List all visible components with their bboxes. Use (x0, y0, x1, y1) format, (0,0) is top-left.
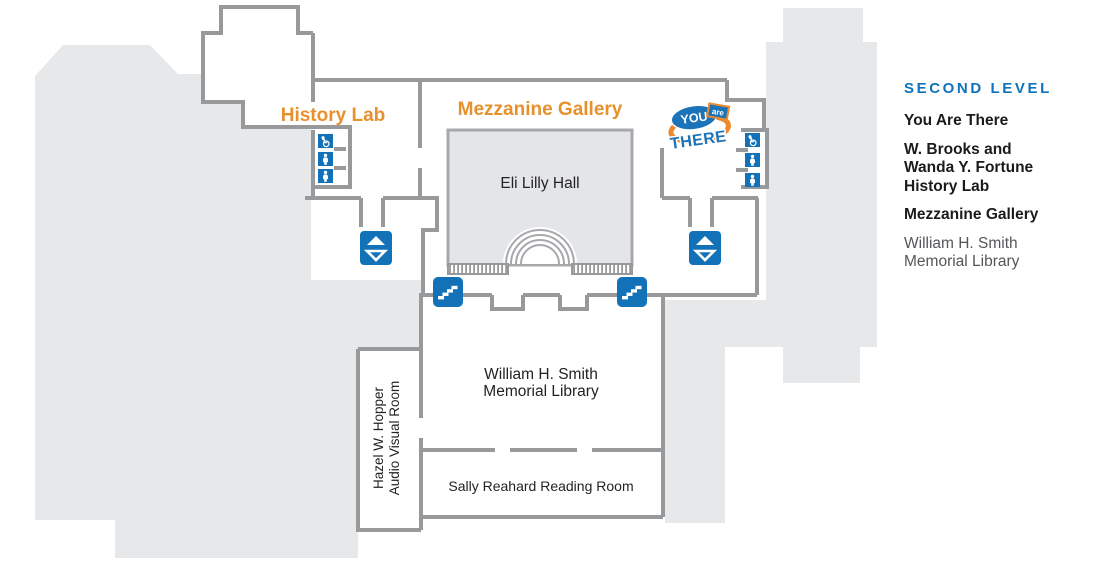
legend-panel: SECOND LEVEL You Are There W. Brooks and… (904, 80, 1084, 282)
legend-item-history-lab: W. Brooks and Wanda Y. Fortune History L… (904, 140, 1034, 195)
stairs-icon (433, 277, 463, 307)
elevator-icon (689, 231, 721, 265)
logo-are-text: are (711, 107, 725, 118)
restroom-icon (318, 169, 333, 183)
restroom-icon (745, 173, 760, 187)
logo-you-text: YOU (680, 109, 709, 127)
elevator-icon (360, 231, 392, 265)
amphitheater-arc (503, 227, 577, 265)
accessible-restroom-icon (745, 133, 760, 147)
legend-item-mezzanine-gallery: Mezzanine Gallery (904, 206, 1039, 223)
logo-there-text: THERE (669, 128, 728, 153)
accessible-restroom-icon (318, 134, 333, 148)
building-footprint-east (665, 8, 877, 523)
legend-item-library: William H. Smith Memorial Library (904, 234, 1020, 271)
label-eli-lilly-hall: Eli Lilly Hall (500, 175, 579, 192)
stair-hatch-left (447, 263, 509, 275)
restroom-icon (745, 153, 760, 167)
label-reading-room: Sally Reahard Reading Room (448, 478, 633, 494)
legend-title: SECOND LEVEL (904, 80, 1052, 97)
restroom-icon (318, 152, 333, 166)
building-footprint-west (35, 45, 421, 558)
you-are-there-logo: THERE YOU are (668, 102, 731, 154)
label-library-line1: William H. Smith (484, 366, 598, 383)
legend-item-you-are-there: You Are There (904, 112, 1009, 129)
label-av-room-line1: Hazel W. Hopper (371, 386, 386, 489)
label-library-line2: Memorial Library (483, 383, 599, 400)
label-av-room-line2: Audio Visual Room (387, 381, 402, 496)
stairs-icon (617, 277, 647, 307)
label-mezzanine-gallery: Mezzanine Gallery (458, 99, 623, 120)
stair-hatch-right (571, 263, 633, 275)
label-history-lab: History Lab (281, 105, 386, 126)
walls (201, 5, 769, 532)
